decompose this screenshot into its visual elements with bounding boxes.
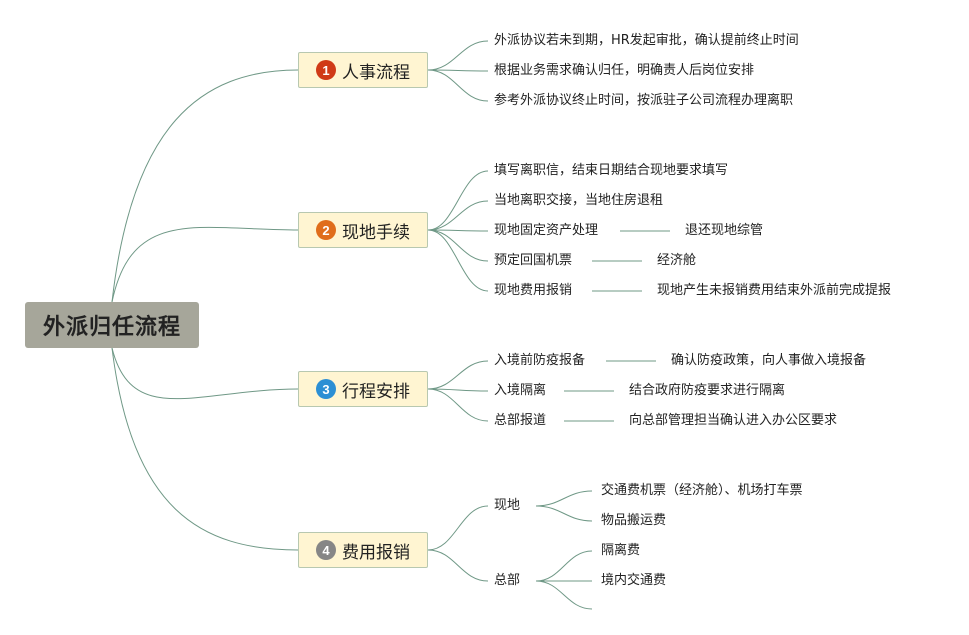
- leaf-2-1[interactable]: 填写离职信，结束日期结合现地要求填写: [494, 163, 729, 178]
- number-3-icon: 3: [316, 379, 336, 399]
- connector-3: [427, 69, 489, 102]
- connector-10: [427, 388, 489, 392]
- leaf-2-3-sub[interactable]: 退还现地综管: [685, 223, 764, 238]
- connector-9: [427, 360, 489, 390]
- leaf-4-1[interactable]: 现地: [494, 498, 521, 513]
- branch-node-3[interactable]: 3 行程安排: [298, 371, 428, 407]
- leaf-2-5[interactable]: 现地费用报销: [494, 283, 573, 298]
- leaf-3-3[interactable]: 总部报道: [494, 413, 547, 428]
- branch-node-1[interactable]: 1 人事流程: [298, 52, 428, 88]
- connector-11: [427, 388, 489, 422]
- root-to-branch-1: [111, 69, 299, 303]
- branch-label: 现地手续: [342, 222, 410, 243]
- connector-16: [535, 550, 593, 582]
- leaf-4-2[interactable]: 总部: [494, 573, 521, 588]
- leaf-4-1-sub-1[interactable]: 交通费机票（经济舱）、机场打车票: [601, 483, 803, 498]
- root-to-branch-4: [111, 347, 299, 551]
- leaf-2-4[interactable]: 预定回国机票: [494, 253, 573, 268]
- branch-label: 费用报销: [342, 542, 410, 563]
- connector-13: [427, 549, 489, 582]
- leaf-2-4-sub[interactable]: 经济舱: [657, 253, 697, 268]
- connector-5: [427, 200, 489, 231]
- connector-2: [427, 69, 489, 72]
- leaf-3-2[interactable]: 入境隔离: [494, 383, 547, 398]
- branch-label: 行程安排: [342, 381, 410, 402]
- connector-7: [427, 229, 489, 262]
- leaf-4-2-sub-2[interactable]: 境内交通费: [601, 573, 667, 588]
- connector-18: [535, 580, 593, 610]
- leaf-3-1-sub[interactable]: 确认防疫政策，向人事做入境报备: [671, 353, 867, 368]
- root-to-branch-2: [111, 226, 299, 303]
- branch-label: 人事流程: [342, 62, 410, 83]
- connector-1: [427, 40, 489, 71]
- branch-node-2[interactable]: 2 现地手续: [298, 212, 428, 248]
- connector-8: [427, 229, 489, 292]
- branch-node-4[interactable]: 4 费用报销: [298, 532, 428, 568]
- connector-4: [427, 170, 489, 231]
- number-2-icon: 2: [316, 220, 336, 240]
- connector-12: [427, 505, 489, 551]
- connector-14: [535, 490, 593, 507]
- leaf-2-5-sub[interactable]: 现地产生未报销费用结束外派前完成提报: [657, 283, 892, 298]
- leaf-4-1-sub-2[interactable]: 物品搬运费: [601, 513, 667, 528]
- leaf-1-2[interactable]: 根据业务需求确认归任，明确责人后岗位安排: [494, 63, 755, 78]
- number-4-icon: 4: [316, 540, 336, 560]
- leaf-4-2-sub-1[interactable]: 隔离费: [601, 543, 641, 558]
- root-to-branch-3: [111, 347, 299, 400]
- leaf-1-1[interactable]: 外派协议若未到期，HR发起审批，确认提前终止时间: [494, 33, 799, 48]
- leaf-3-3-sub[interactable]: 向总部管理担当确认进入办公区要求: [629, 413, 838, 428]
- root-node[interactable]: 外派归任流程: [25, 302, 199, 348]
- connector-6: [427, 229, 489, 232]
- root-label: 外派归任流程: [42, 315, 181, 340]
- leaf-3-1[interactable]: 入境前防疫报备: [494, 353, 586, 368]
- number-1-icon: 1: [316, 60, 336, 80]
- leaf-2-2[interactable]: 当地离职交接，当地住房退租: [494, 193, 664, 208]
- leaf-1-3[interactable]: 参考外派协议终止时间，按派驻子公司流程办理离职: [494, 93, 794, 108]
- leaf-2-3[interactable]: 现地固定资产处理: [494, 223, 599, 238]
- connector-15: [535, 505, 593, 522]
- leaf-3-2-sub[interactable]: 结合政府防疫要求进行隔离: [629, 383, 786, 398]
